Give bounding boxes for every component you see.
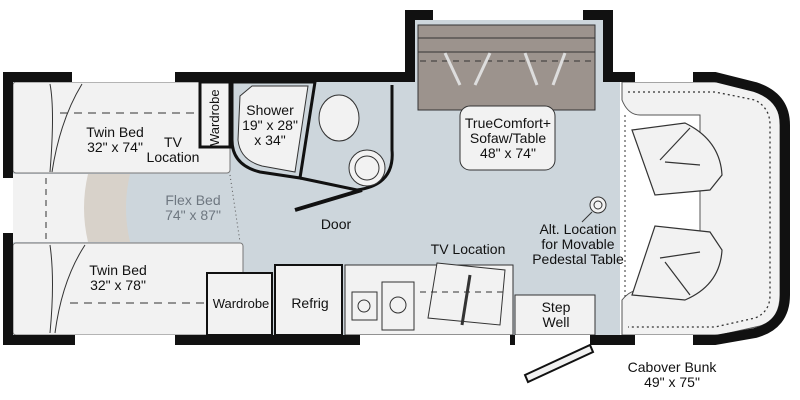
wardrobe-top [198, 80, 232, 149]
entry-door [523, 343, 595, 384]
bath-door [294, 188, 363, 212]
sofa-table [459, 105, 556, 171]
refrigerator [274, 264, 343, 336]
flex-bed-strip [84, 174, 130, 242]
pedestal-table-icon [589, 196, 607, 214]
refrig-label: Refrig [291, 295, 329, 311]
cab-seat-passenger [631, 122, 723, 196]
bath-sink [348, 149, 386, 187]
cab-seat-driver [631, 225, 723, 301]
cabover-bunk [621, 81, 781, 336]
exterior-walls [3, 10, 790, 345]
wardrobe-top-label: Wardrobe [207, 89, 222, 146]
wardrobe-bottom [206, 272, 273, 336]
toilet [318, 94, 360, 142]
windows [3, 10, 693, 345]
kitchen-sink [381, 281, 415, 331]
wardrobe-bottom-label: Wardrobe [212, 296, 270, 311]
tv-location-galley-label: TV Location [430, 241, 506, 257]
stove [351, 291, 378, 321]
door-label: Door [320, 216, 352, 232]
shower-wall [230, 80, 317, 180]
step-well [514, 294, 596, 336]
sofa [417, 24, 596, 111]
